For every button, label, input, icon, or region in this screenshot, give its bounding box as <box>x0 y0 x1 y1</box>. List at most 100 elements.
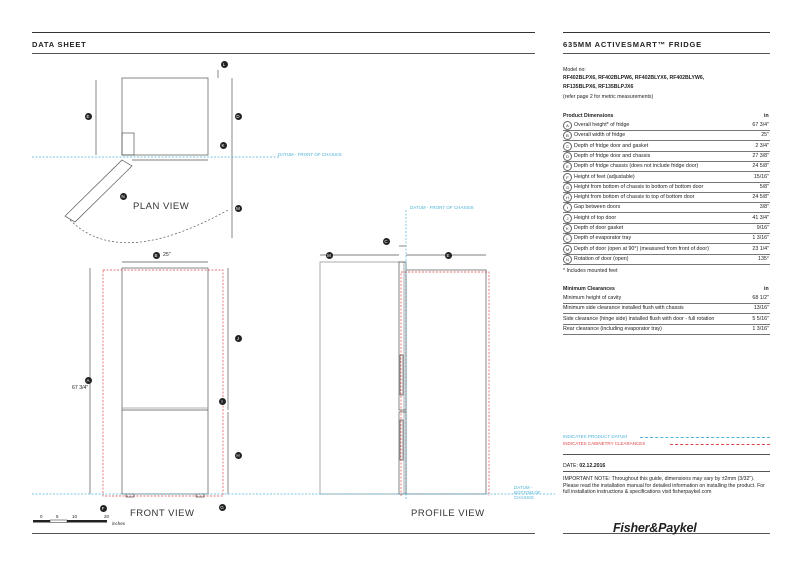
important-note: IMPORTANT NOTE: Throughout this guide, d… <box>563 476 765 495</box>
front-foot-left <box>125 493 135 498</box>
scale-tick-20: 20 <box>104 514 110 519</box>
header-rule-left <box>32 53 535 54</box>
dimension-label: Depth of fridge chassis (does not includ… <box>574 163 699 170</box>
profile-open-door <box>319 261 405 495</box>
front-foot-right <box>195 493 205 498</box>
scale-tick-5: 5 <box>56 514 59 519</box>
dimension-key: B <box>563 131 572 141</box>
clearance-label: Minimum side clearance installed flush w… <box>563 305 684 312</box>
dimension-label: Gap between doors <box>574 204 621 211</box>
dimensions-footnote: * Includes mounted feet <box>563 268 618 274</box>
dimensions-unit: in <box>764 113 769 119</box>
callout-d: D <box>234 112 242 120</box>
plan-view-caption: PLAN VIEW <box>133 201 190 212</box>
footer-rule-left <box>32 533 535 534</box>
scale-unit: inches <box>112 521 126 526</box>
dimension-key: H <box>563 193 572 203</box>
footer-rule-right <box>563 533 770 534</box>
dimension-value: 27 3/8" <box>752 152 769 159</box>
model-label: Model no: <box>563 67 586 73</box>
plan-hinge-block <box>121 132 135 156</box>
dimension-value: 24 5/8" <box>752 194 769 201</box>
product-title: 635MM ACTIVESMART™ FRIDGE <box>563 40 702 49</box>
clearance-value: 68 1/2" <box>752 295 769 301</box>
dimension-key: J <box>563 213 572 223</box>
dimension-label: Rotation of door (open) <box>574 255 629 262</box>
profile-cabinetry-outline <box>400 271 490 496</box>
clearance-label: Side clearance (hinge side) installed fl… <box>563 315 715 322</box>
dimension-label: Depth of evaporator tray <box>574 235 632 242</box>
dimension-key: G <box>563 182 572 192</box>
front-width-label: 25" <box>163 252 171 258</box>
clearance-value: 13/16" <box>753 305 769 312</box>
callout-j: J <box>234 334 242 342</box>
dimension-label: Overall height* of fridge <box>574 122 630 128</box>
clearance-label: Rear clearance (including evaporator tra… <box>563 325 662 332</box>
dimension-value: 5/8" <box>759 183 769 190</box>
dimension-value: 1 3/16" <box>752 235 769 242</box>
profile-handle-bottom <box>399 419 404 461</box>
callout-m: M <box>234 204 242 212</box>
callout-a: A <box>84 376 92 384</box>
front-cabinetry-outline <box>102 269 224 497</box>
callout-n: N <box>119 192 127 200</box>
callout-h: H <box>234 451 242 459</box>
profile-view-caption: PROFILE VIEW <box>411 508 485 519</box>
plan-open-door <box>64 159 133 223</box>
header-rule-right <box>563 53 770 54</box>
dimension-key: A <box>563 121 572 130</box>
dimension-label: Height of feet (adjustable) <box>574 173 635 180</box>
clearance-value: 1 3/16" <box>752 325 769 332</box>
callout-k: K <box>219 141 227 149</box>
dimension-key: C <box>563 141 572 151</box>
clearance-row: Minimum height of cavity 68 1/2" <box>563 293 770 304</box>
dimension-key: N <box>563 254 572 264</box>
clearance-row: Minimum side clearance installed flush w… <box>563 303 770 315</box>
front-chassis <box>121 267 209 495</box>
date-label: DATE: <box>563 463 578 469</box>
dimension-label: Overall width of fridge <box>574 132 626 139</box>
callout-e: E <box>84 112 92 120</box>
callout-e: E <box>444 251 452 259</box>
dimension-label: Depth of door (open at 90°) (measured fr… <box>574 245 709 252</box>
clearance-value: 5 5/16" <box>752 315 769 322</box>
dimension-label: Depth of door gasket <box>574 225 624 231</box>
date-rule <box>563 471 770 472</box>
clearance-row: Side clearance (hinge side) installed fl… <box>563 314 770 325</box>
legend-product-datum: INDICATES PRODUCT DATUM <box>563 434 628 439</box>
dimension-value: 15/16" <box>753 173 769 180</box>
top-rule-right <box>563 32 770 33</box>
dimension-value: 24 5/8" <box>752 163 769 170</box>
dimension-value: 25" <box>761 132 769 139</box>
scale-bar <box>33 519 107 523</box>
dimension-value: 67 3/4" <box>752 122 769 128</box>
clearance-label: Minimum height of cavity <box>563 295 622 301</box>
dimension-key: K <box>563 224 572 233</box>
metric-note: (refer page 2 for metric measurements) <box>563 94 654 100</box>
dimension-value: 9/16" <box>756 225 769 231</box>
date-value: 02.12.2016 <box>579 463 606 469</box>
dimension-value: 2 3/4" <box>755 142 769 149</box>
dimension-value: 135° <box>758 255 769 262</box>
clearances-heading: Minimum Clearances <box>563 286 615 292</box>
callout-g: G <box>218 503 226 511</box>
dimension-key: M <box>563 244 572 254</box>
dimension-key: L <box>563 234 572 244</box>
dimension-key: E <box>563 162 572 172</box>
model-line-2: RF135BLPX6, RF135BLPJX6 <box>563 84 634 90</box>
brand-logo: Fisher&Paykel <box>613 521 697 535</box>
dimension-label: Height from bottom of chassis to bottom … <box>574 183 704 190</box>
front-height-label: 67 3/4" <box>72 385 89 391</box>
profile-chassis <box>405 269 487 495</box>
callout-i: I <box>218 397 226 405</box>
